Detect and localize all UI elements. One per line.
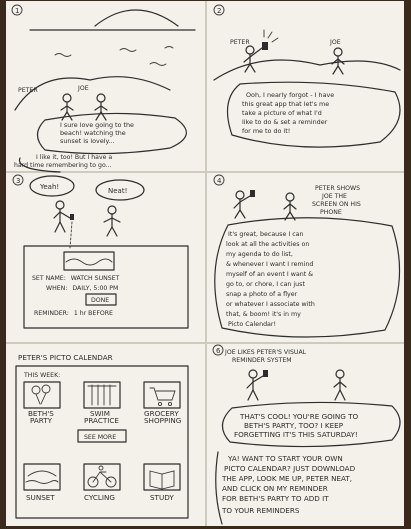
wave-icon	[119, 48, 137, 52]
speech-text: Ooh, I nearly forgot - I have this great…	[242, 91, 336, 135]
wave-icon	[164, 46, 174, 49]
sunset-icon	[25, 470, 59, 484]
tile-label: STUDY	[150, 493, 174, 502]
speech-text: I sure love going to the beach! watching…	[60, 121, 136, 145]
wave-icon	[65, 258, 113, 266]
tile-label: CYCLING	[84, 493, 115, 502]
joe-figure	[333, 369, 347, 401]
sun-icon	[94, 9, 179, 27]
hill-outline	[14, 76, 171, 111]
calendar-frame	[15, 365, 189, 519]
joe-figure	[103, 205, 121, 237]
calendar-title: PETER'S PICTO CALENDAR	[18, 353, 113, 362]
joe-label: JOE	[329, 39, 341, 46]
tile-label: SUNSET	[26, 493, 55, 502]
panel-borders	[6, 1, 404, 526]
calendar-tile-beths-party[interactable]: BETH'S PARTY	[23, 381, 61, 425]
panel-2: 2 PETER JOE Ooh, I nearly for	[213, 4, 401, 148]
reminder-card	[23, 245, 189, 329]
section-label: THIS WEEK:	[23, 372, 60, 379]
panel-number-circle	[213, 174, 225, 186]
when-row: WHEN: DAILY, 5:00 PM	[46, 285, 118, 292]
panel-number: 1	[15, 7, 19, 15]
balloons-icon	[31, 384, 51, 405]
tile-label: BETH'S PARTY	[28, 409, 56, 425]
cart-icon	[149, 387, 176, 407]
peter-figure	[233, 190, 255, 219]
panel-number: 2	[217, 7, 221, 15]
panel-number-circle	[213, 4, 225, 16]
book-icon	[149, 470, 175, 490]
tile-label: SWIM PRACTICE	[84, 409, 119, 425]
peter-figure	[243, 42, 268, 73]
speech-text: It's great, because I can look at all th…	[226, 231, 317, 328]
panel-number-circle	[12, 174, 24, 186]
zoom-line	[69, 221, 73, 249]
speech-text-2: YA! WANT TO START YOUR OWN PICTO CALENDA…	[221, 454, 357, 515]
see-more-label: SEE MORE	[84, 434, 116, 441]
panel-3: 3 Yeah! Neat! SET NAME:	[12, 174, 189, 329]
joe-label: JOE	[77, 85, 89, 92]
joe-figure	[331, 47, 345, 75]
panel-number-circle	[11, 4, 23, 16]
panel-number-circle	[212, 344, 224, 356]
speech-bubble	[226, 81, 401, 148]
joe-figure	[283, 192, 297, 221]
panel-4: 4 PETER SHOWS JOE THE SCREEN ON HIS PHON…	[213, 174, 401, 338]
done-button-label: DONE	[91, 297, 109, 304]
speech-text: THAT'S COOL! YOU'RE GOING TO BETH'S PART…	[234, 412, 361, 439]
panel-caption: JOE LIKES PETER'S VISUAL REMINDER SYSTEM	[224, 349, 308, 364]
calendar-tile-swim-practice[interactable]: SWIM PRACTICE	[83, 381, 121, 425]
wave-icon	[54, 53, 72, 57]
panel-number: 4	[217, 177, 222, 185]
panel-6: 6 JOE LIKES PETER'S VISUAL REMINDER SYST…	[212, 344, 401, 525]
speech-bubble	[29, 175, 75, 197]
panel-1: 1 PETER JOE	[11, 4, 196, 173]
peter-label: PETER	[18, 87, 38, 94]
calendar-tile-cycling[interactable]: CYCLING	[83, 463, 121, 502]
pool-icon	[87, 384, 117, 406]
wave-icon	[149, 62, 167, 66]
sunset-photo-icon	[63, 251, 115, 271]
tile-label: GROCERY SHOPPING	[144, 409, 181, 425]
panel-5: PETER'S PICTO CALENDAR THIS WEEK: BETH'S…	[15, 353, 189, 519]
peter-figure	[246, 369, 268, 401]
panel-number: 3	[16, 177, 20, 185]
speech-bubble-2	[18, 157, 61, 173]
phone-icon	[263, 29, 279, 43]
peter-label: PETER	[230, 39, 250, 46]
speech-bubble	[214, 217, 401, 338]
panel-number: 6	[216, 347, 221, 355]
speech-bubble	[36, 112, 187, 155]
calendar-tile-study[interactable]: STUDY	[143, 463, 181, 502]
speech-bubble-2	[215, 451, 223, 525]
peter-speech: Yeah!	[39, 183, 59, 191]
calendar-tile-grocery-shopping[interactable]: GROCERY SHOPPING	[143, 381, 181, 425]
done-button[interactable]	[85, 293, 117, 306]
bicycle-icon	[87, 465, 117, 488]
speech-bubble	[95, 179, 145, 201]
hill-outline	[213, 59, 401, 81]
peter-figure	[53, 200, 74, 233]
panel-caption: PETER SHOWS JOE THE SCREEN ON HIS PHONE	[312, 185, 363, 216]
speech-bubble	[221, 401, 401, 448]
calendar-tile-sunset[interactable]: SUNSET	[23, 463, 61, 502]
reminder-row: REMINDER: 1 hr BEFORE	[34, 310, 113, 317]
set-name-row: SET NAME: WATCH SUNSET	[32, 275, 120, 282]
speech-text-2: I like it, too! But I have a hard time r…	[14, 154, 114, 169]
see-more-button[interactable]	[77, 429, 127, 443]
joe-speech: Neat!	[108, 187, 127, 195]
